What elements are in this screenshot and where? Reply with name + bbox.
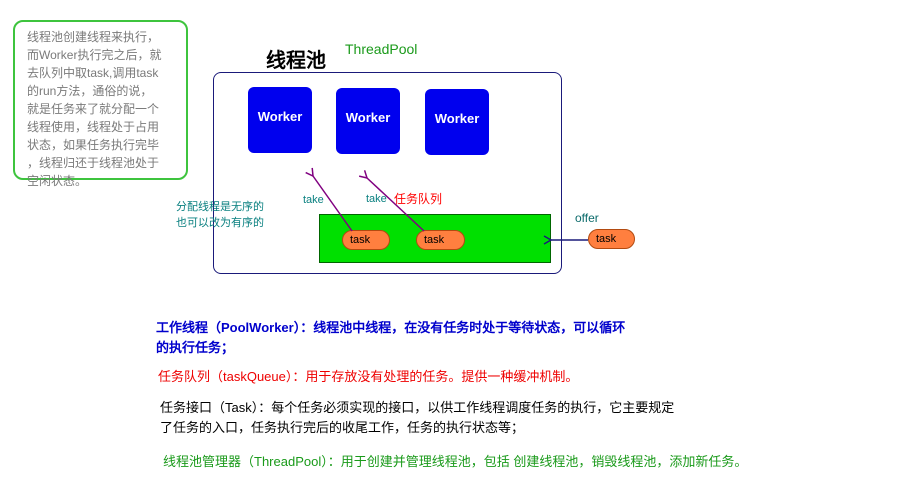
take-label: take — [366, 193, 387, 205]
thread-pool-box — [213, 72, 562, 274]
offer-task: task — [588, 229, 635, 249]
take-label: take — [303, 194, 324, 206]
worker-node: Worker — [425, 89, 489, 155]
note-line: 状态，如果任务执行完毕 — [27, 138, 160, 152]
task-queue-label: 任务队列 — [394, 192, 443, 206]
assign-note: 分配线程是无序的 也可以改为有序的 — [176, 199, 264, 231]
definition-line: 任务接口（Task）：每个任务必须实现的接口，以供工作线程调度任务的执行，它主要… — [160, 400, 675, 415]
take-arrow — [305, 167, 353, 232]
assign-note-line: 分配线程是无序的 — [176, 201, 264, 213]
note-line: 线程池创建线程来执行， — [27, 30, 160, 44]
definition-queue: 任务队列（taskQueue）：用于存放没有处理的任务。提供一种缓冲机制。 — [158, 369, 579, 384]
pool-title-cn: 线程池 — [266, 50, 326, 72]
definition-line: 的执行任务； — [156, 340, 235, 355]
explanation-note: 线程池创建线程来执行， 而Worker执行完之后，就 去队列中取task,调用t… — [13, 20, 188, 188]
offer-label: offer — [575, 211, 599, 225]
take-arrow — [358, 170, 425, 232]
note-line: 线程使用，线程处于占用 — [27, 120, 160, 134]
definition-worker: 工作线程（PoolWorker）：线程池中线程，在没有任务时处于等待状态，可以循… — [156, 318, 625, 358]
queue-task: task — [342, 230, 390, 250]
worker-node: Worker — [248, 87, 312, 153]
worker-node: Worker — [336, 88, 400, 154]
note-line: 的run方法，通俗的说， — [27, 84, 153, 98]
assign-note-line: 也可以改为有序的 — [176, 217, 264, 229]
definition-line: 工作线程（PoolWorker）：线程池中线程，在没有任务时处于等待状态，可以循… — [156, 320, 626, 335]
note-line: 去队列中取task,调用task — [27, 66, 159, 80]
definition-line: 了任务的入口，任务执行完后的收尾工作，任务的执行状态等； — [160, 420, 525, 435]
pool-title-en: ThreadPool — [345, 41, 418, 57]
note-line: 空闲状态。 — [27, 174, 88, 188]
note-line: 而Worker执行完之后，就 — [27, 48, 162, 62]
note-line: 就是任务来了就分配一个 — [27, 102, 160, 116]
definition-task: 任务接口（Task）：每个任务必须实现的接口，以供工作线程调度任务的执行，它主要… — [160, 398, 674, 438]
definition-pool: 线程池管理器（ThreadPool）：用于创建并管理线程池，包括 创建线程池，销… — [163, 454, 748, 469]
queue-task: task — [416, 230, 465, 250]
note-line: ，线程归还于线程池处于 — [27, 156, 160, 170]
